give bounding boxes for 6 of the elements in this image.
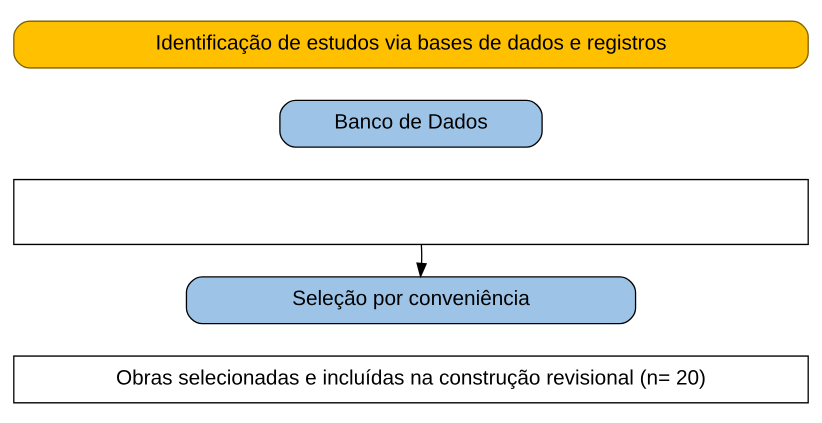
node-box: Banco de Dados: [279, 99, 543, 148]
arrow: [416, 244, 428, 278]
node-box: Obras selecionadas e incluídas na construção revisional (n= 20): [13, 354, 809, 403]
node-box: Seleção por conveniência: [186, 276, 636, 324]
node-box: Identificação de estudos via bases de dados e registros: [13, 20, 809, 68]
node-box: [13, 178, 809, 245]
